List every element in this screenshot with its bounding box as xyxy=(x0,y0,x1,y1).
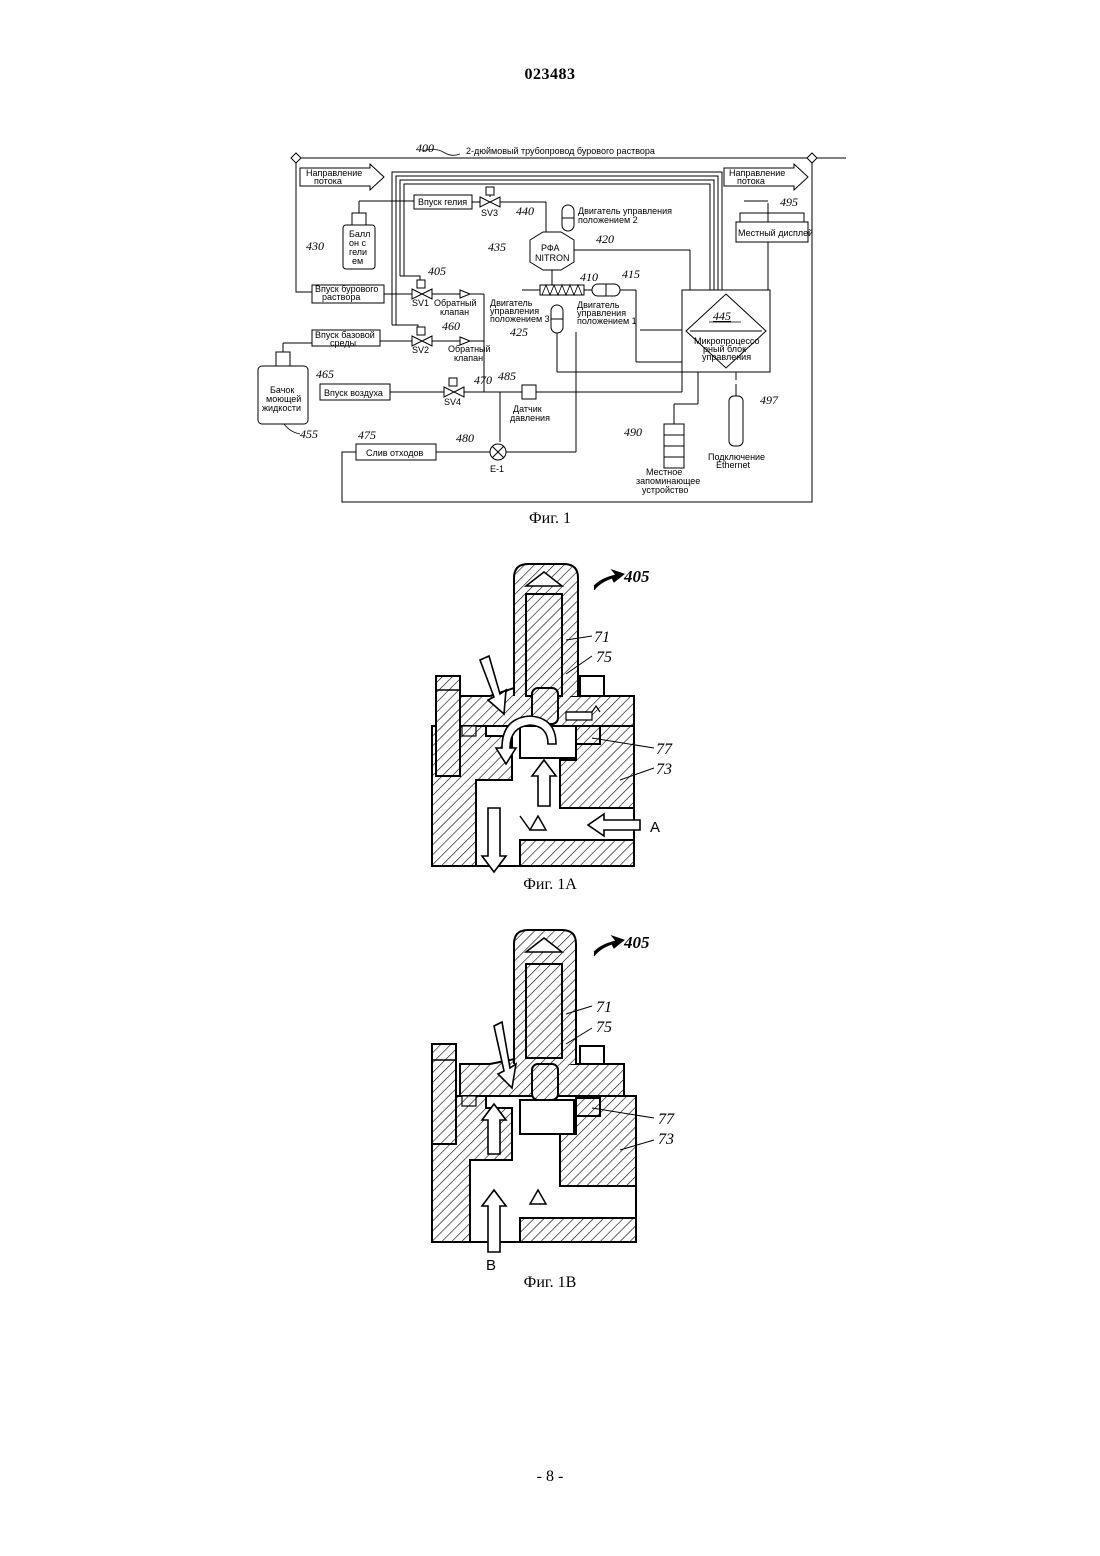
ref-arrow-1b xyxy=(594,936,624,956)
sv4-label: SV4 xyxy=(444,397,461,407)
ref-497: 497 xyxy=(760,393,779,407)
xrf-line1: РФА xyxy=(541,243,560,253)
page-number: - 8 - xyxy=(0,1468,1100,1486)
helium-cyl-4: ем xyxy=(352,256,363,266)
flow-left-line2: потока xyxy=(314,176,342,186)
fig1a-part-71: 71 xyxy=(594,629,610,646)
local-display-label: Местный дисплей xyxy=(738,228,813,238)
fig1a-part-77: 77 xyxy=(656,741,673,758)
sv4-valve xyxy=(444,387,464,397)
sv3-label: SV3 xyxy=(481,208,498,218)
right-cap xyxy=(580,1046,604,1064)
fig1b-part-75: 75 xyxy=(596,1019,612,1036)
ref-495: 495 xyxy=(780,195,798,209)
wash-tank-line3: жидкости xyxy=(262,403,301,413)
ref-440: 440 xyxy=(516,204,534,218)
xrf-line2: NITRON xyxy=(535,253,570,263)
ref-465: 465 xyxy=(316,367,334,381)
plunger-71 xyxy=(526,964,562,1058)
waste-drain-label: Слив отходов xyxy=(366,448,423,458)
fig1a-part-75: 75 xyxy=(596,649,612,666)
fig1-caption: Фиг. 1 xyxy=(0,510,1100,528)
ref-475: 475 xyxy=(358,428,376,442)
storage-line3: устройство xyxy=(642,485,688,495)
fig1a-ref-405: 405 xyxy=(623,567,650,586)
pipeline-left-node xyxy=(291,153,301,163)
ref-470: 470 xyxy=(474,373,492,387)
ref-435: 435 xyxy=(488,240,506,254)
motor3-line3: положением 3 xyxy=(490,314,550,324)
ref-425: 425 xyxy=(510,325,528,339)
sv3-valve xyxy=(480,197,500,207)
ref-430: 430 xyxy=(306,239,324,253)
fig1b-ref-405: 405 xyxy=(623,933,650,952)
ref-arrow-1a xyxy=(594,570,624,590)
ref-415: 415 xyxy=(622,267,640,281)
plunger-71 xyxy=(526,594,562,696)
figure-1b-valve xyxy=(432,930,636,1242)
base-inlet-line2: среды xyxy=(330,338,356,348)
figure-1-schematic xyxy=(258,149,846,502)
motor1-line3: положением 1 xyxy=(577,316,637,326)
fig1b-part-73: 73 xyxy=(658,1131,674,1148)
ref-490: 490 xyxy=(624,425,642,439)
fig1b-part-77: 77 xyxy=(658,1111,675,1128)
ref-460: 460 xyxy=(442,319,460,333)
ref-410: 410 xyxy=(580,270,598,284)
motor2-line2: положением 2 xyxy=(578,215,638,225)
ref-405: 405 xyxy=(428,264,446,278)
sv2-label: SV2 xyxy=(412,345,429,355)
air-inlet-label: Впуск воздуха xyxy=(324,388,383,398)
e1-label: E-1 xyxy=(490,464,504,474)
fig1b-arrow-label: B xyxy=(486,1257,496,1274)
ref-420: 420 xyxy=(596,232,614,246)
flow-right-line2: потока xyxy=(737,176,765,186)
fig1a-caption: Фиг. 1А xyxy=(0,876,1100,894)
pressure-line2: давления xyxy=(510,413,550,423)
fig1b-part-71: 71 xyxy=(596,999,612,1016)
pipeline-right-node xyxy=(807,153,817,163)
ref-480: 480 xyxy=(456,431,474,445)
ref-400: 400 xyxy=(416,141,434,155)
ref-455: 455 xyxy=(300,427,318,441)
ref-445: 445 xyxy=(713,309,731,323)
controller-line3: управления xyxy=(702,352,751,362)
seal-77 xyxy=(576,726,600,744)
pipeline-label: 2-дюймовый трубопровод бурового раствора xyxy=(466,146,655,156)
ethernet-line2: Ethernet xyxy=(716,460,751,470)
seal-77 xyxy=(576,1098,600,1116)
left-stud xyxy=(436,676,460,776)
check1-line2: клапан xyxy=(440,307,469,317)
fig1a-arrow-label: A xyxy=(650,819,660,836)
ref-485: 485 xyxy=(498,369,516,383)
pressure-sensor xyxy=(522,385,536,399)
check2-line2: клапан xyxy=(454,353,483,363)
left-stud xyxy=(432,1044,456,1144)
right-cap xyxy=(580,676,604,696)
ethernet-connector xyxy=(729,396,743,446)
fig1b-caption: Фиг. 1В xyxy=(0,1274,1100,1292)
fig1a-part-73: 73 xyxy=(656,761,672,778)
sv1-label: SV1 xyxy=(412,298,429,308)
helium-inlet-label: Впуск гелия xyxy=(418,197,467,207)
mud-inlet-line2: раствора xyxy=(322,292,360,302)
